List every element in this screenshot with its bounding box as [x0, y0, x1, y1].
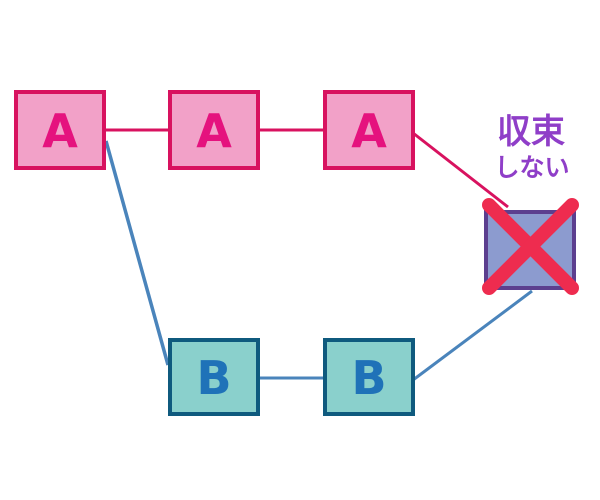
node-b2: B	[323, 338, 415, 416]
node-a3: A	[323, 90, 415, 170]
annotation-line2: しない	[494, 153, 569, 182]
node-b2-box	[323, 338, 415, 416]
node-b1-label: B	[196, 351, 231, 405]
edge-a1-b1	[104, 140, 170, 366]
node-a2-box	[168, 90, 260, 170]
cross-icon	[482, 198, 579, 295]
node-b1-box	[168, 338, 260, 416]
node-a3-label: A	[351, 104, 387, 158]
node-a1: A	[14, 90, 106, 170]
node-b1: B	[168, 338, 260, 416]
edge-a3-merge	[412, 131, 509, 209]
edge-b2-merge	[412, 289, 533, 382]
node-a3-box	[323, 90, 415, 170]
node-a1-box	[14, 90, 106, 170]
node-a2-label: A	[196, 104, 232, 158]
merge-node	[482, 198, 579, 295]
annotation-line1: 収束	[497, 112, 565, 152]
node-b2-label: B	[351, 351, 386, 405]
annotation: 収束 しない	[494, 112, 569, 182]
node-a2: A	[168, 90, 260, 170]
node-a1-label: A	[42, 104, 78, 158]
connectors	[104, 128, 533, 382]
